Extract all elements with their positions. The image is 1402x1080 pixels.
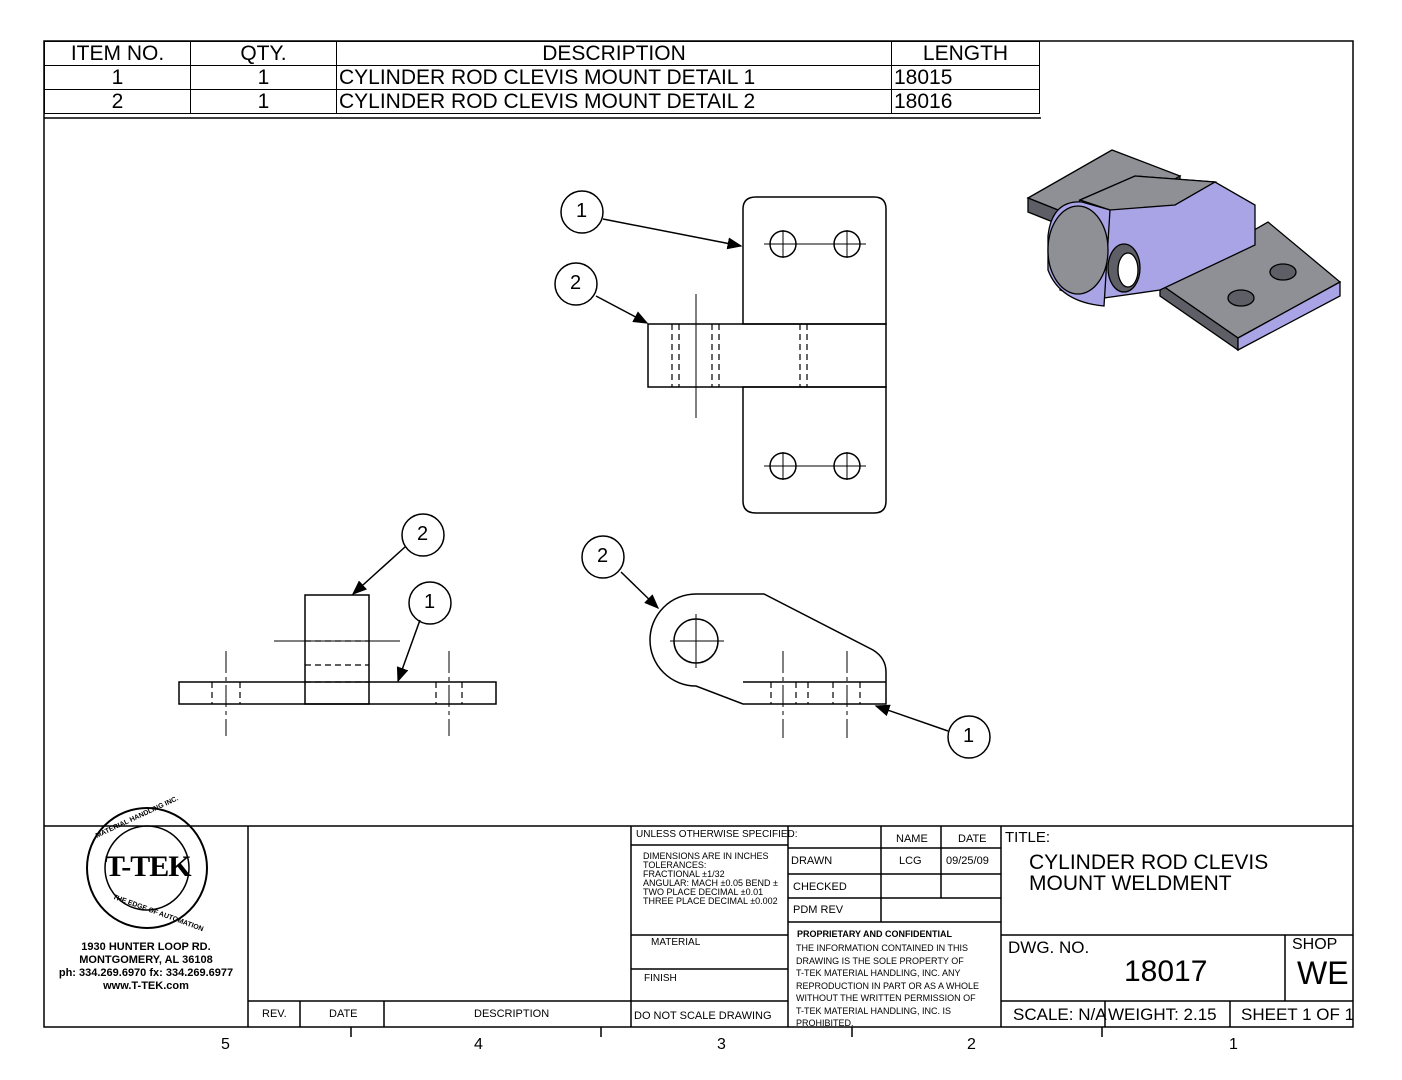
confidential-line: DRAWING IS THE SOLE PROPERTY OF (796, 955, 964, 966)
balloon (554, 262, 598, 306)
company-logo (86, 807, 208, 929)
title-label: TITLE: (1005, 829, 1051, 846)
confidential-line: WITHOUT THE WRITTEN PERMISSION OF (796, 993, 976, 1003)
web-line: www.T-TEK.com (103, 980, 189, 992)
weight: WEIGHT: 2.15 (1108, 1005, 1217, 1024)
tolerance-line: ANGULAR: MACH ±0.05 BEND ± (643, 878, 778, 888)
confidential-line: REPRODUCTION IN PART OR AS A WHOLE (796, 980, 980, 991)
shop-code: WE (1297, 955, 1349, 991)
company-address: 1930 HUNTER LOOP RD. MONTGOMERY, AL 3610… (44, 941, 248, 993)
no-scale-note: DO NOT SCALE DRAWING (634, 1010, 772, 1022)
balloon-label: 2 (417, 523, 429, 545)
address-line: 1930 HUNTER LOOP RD. (81, 941, 211, 953)
bom-length: 18015 (891, 65, 1040, 90)
tolerance-line: FRACTIONAL ±1/32 (643, 869, 725, 879)
tolerance-notes: DIMENSIONS ARE IN INCHES TOLERANCES: FRA… (643, 852, 778, 906)
phone-line: ph: 334.269.6970 fx: 334.269.6977 (58, 967, 234, 979)
bom-length: 18016 (891, 89, 1040, 114)
zone-label: 2 (967, 1036, 976, 1053)
tolerance-line: DIMENSIONS ARE IN INCHES (643, 851, 769, 861)
logo-wordmark: T-TEK (105, 850, 192, 883)
checked-label: CHECKED (793, 881, 847, 893)
tolerance-line: TWO PLACE DECIMAL ±0.01 (643, 887, 764, 897)
bom-row: 1 1 CYLINDER ROD CLEVIS MOUNT DETAIL 1 1… (44, 65, 1040, 90)
address-line: MONTGOMERY, AL 36108 (79, 954, 213, 966)
balloon-label: 1 (576, 200, 588, 222)
balloon (581, 535, 625, 579)
balloon (408, 581, 452, 625)
finish-label: FINISH (644, 973, 677, 984)
drawn-date: 09/25/09 (946, 855, 989, 867)
drawing-title: CYLINDER ROD CLEVIS MOUNT WELDMENT (1029, 852, 1268, 894)
hole-pair-upper (764, 230, 866, 258)
date-header: DATE (958, 833, 987, 845)
bom-header-item: ITEM NO. (44, 41, 191, 66)
dwg-no: 18017 (1124, 955, 1208, 988)
clevis-side-outline (649, 593, 887, 705)
zone-label: 4 (474, 1036, 483, 1053)
drawn-label: DRAWN (791, 855, 833, 867)
isometric-view (1026, 149, 1342, 352)
zone-label: 1 (1229, 1036, 1238, 1053)
material-label: MATERIAL (651, 937, 701, 948)
bom-description: CYLINDER ROD CLEVIS MOUNT DETAIL 1 (336, 65, 892, 90)
bom-header-qty: QTY. (190, 41, 337, 66)
zone-label: 5 (221, 1036, 230, 1053)
confidential-line: THE INFORMATION CONTAINED IN THIS (796, 943, 969, 953)
balloon (947, 715, 991, 759)
zone-label: 3 (717, 1036, 726, 1053)
base-plate-outline (178, 681, 497, 705)
balloon-label: 1 (963, 725, 975, 747)
top-view (554, 190, 887, 514)
tolerance-line: THREE PLACE DECIMAL ±0.002 (643, 896, 778, 906)
clevis-top-outline (647, 323, 887, 388)
bom-description: CYLINDER ROD CLEVIS MOUNT DETAIL 2 (336, 89, 892, 114)
balloon (401, 513, 445, 557)
lower-plate-outline (742, 386, 887, 514)
confidential-line: PROHIBITED. (796, 1018, 854, 1028)
bom-header-row: ITEM NO. QTY. DESCRIPTION LENGTH (44, 41, 1040, 66)
front-view (178, 513, 497, 736)
rev-date-label: DATE (329, 1008, 358, 1020)
balloon-label: 1 (424, 591, 436, 613)
title-block-frame (44, 825, 1353, 1027)
clevis-front-outline (304, 594, 370, 705)
hole-pair-lower (764, 452, 866, 480)
spec-heading: UNLESS OTHERWISE SPECIFIED: (636, 829, 798, 840)
bom-row: 2 1 CYLINDER ROD CLEVIS MOUNT DETAIL 2 1… (44, 89, 1040, 114)
drawn-name: LCG (899, 855, 922, 867)
rev-label: REV. (262, 1008, 287, 1020)
balloon-label: 2 (570, 272, 582, 294)
balloon (560, 190, 604, 234)
shop-label: SHOP (1292, 936, 1338, 953)
pdm-rev-label: PDM REV (793, 904, 844, 916)
bill-of-materials: ITEM NO. QTY. DESCRIPTION LENGTH 1 1 CYL… (44, 41, 1040, 114)
name-header: NAME (896, 833, 928, 845)
upper-plate-outline (742, 196, 887, 325)
sheet-number: SHEET 1 OF 1 (1241, 1005, 1355, 1024)
dwg-no-label: DWG. NO. (1008, 938, 1090, 957)
rev-description-label: DESCRIPTION (474, 1008, 550, 1020)
title-line: MOUNT WELDMENT (1029, 872, 1232, 895)
side-view (581, 535, 991, 759)
bom-header-length: LENGTH (891, 41, 1040, 66)
confidential-line: T-TEK MATERIAL HANDLING, INC. IS (796, 1005, 952, 1016)
balloon-label: 2 (597, 545, 609, 567)
confidential-notice: THE INFORMATION CONTAINED IN THIS DRAWIN… (796, 942, 979, 1030)
bom-item: 2 (44, 89, 191, 114)
sheet-border (43, 40, 1354, 1028)
confidential-line: T-TEK MATERIAL HANDLING, INC. ANY (796, 968, 961, 978)
confidential-heading: PROPRIETARY AND CONFIDENTIAL (797, 929, 953, 939)
scale: SCALE: N/A (1013, 1005, 1107, 1024)
leader-line (595, 295, 649, 324)
title-line: CYLINDER ROD CLEVIS (1029, 851, 1269, 874)
tolerance-line: TOLERANCES: (643, 860, 707, 870)
leader-line (602, 218, 743, 250)
